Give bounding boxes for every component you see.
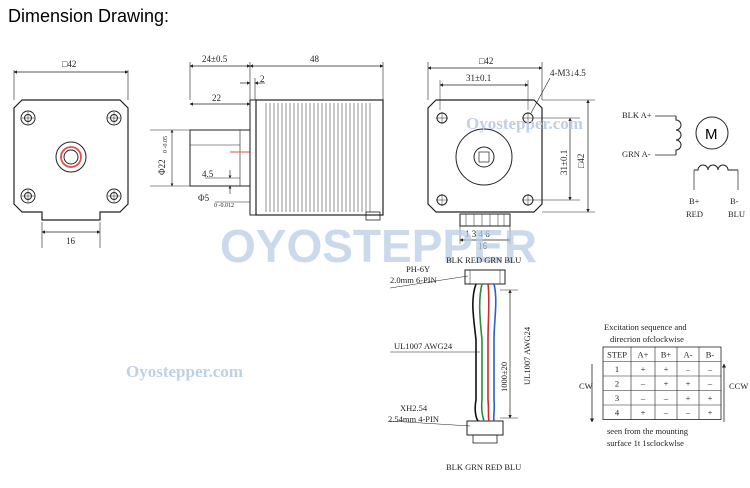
grn-a-minus-label: GRN A-	[622, 149, 651, 159]
table-cell: 3	[615, 393, 619, 403]
motor-schematic	[655, 115, 739, 190]
table-cell: 1	[615, 364, 619, 374]
table-header-cell: B+	[661, 350, 672, 360]
shaft5-label: Φ5	[198, 193, 210, 203]
corner-holes	[20, 110, 122, 204]
wire-2	[478, 283, 485, 422]
table-header-cell: STEP	[607, 350, 627, 360]
blu-label: BLU	[728, 209, 745, 219]
table-cell: –	[707, 364, 713, 374]
rear-view	[427, 62, 595, 244]
wire-label: UL1007 AWG24	[394, 341, 453, 351]
table-cell: –	[685, 408, 691, 418]
shaft5-tol: 0 -0.012	[214, 203, 234, 209]
table-cell: +	[708, 408, 713, 418]
table-header-cell: A+	[638, 350, 649, 360]
flat-length-label: 22	[212, 93, 221, 103]
body-length-label: 48	[310, 54, 320, 64]
cable-bottom-colors: BLK GRN RED BLU	[446, 462, 521, 472]
watermark-big: OYOSTEPPER	[220, 220, 537, 272]
excitation-title-2: direcrion ofclockwise	[610, 334, 684, 344]
cable-top-colors: BLK RED GRN BLU	[446, 255, 521, 265]
pins-label: 1 3 4 6	[465, 229, 490, 239]
note-line-2: surface 1t 1sclockwlse	[607, 438, 684, 448]
watermark-top: Oyostepper.com	[466, 114, 583, 133]
table-cell: +	[686, 393, 691, 403]
table-cell: –	[640, 393, 646, 403]
wire-4	[492, 283, 497, 422]
wire-3	[487, 283, 490, 422]
connector1-desc: 2.0mm 6-PIN	[390, 275, 437, 285]
wire-label-vertical: UL1007 AWG24	[522, 326, 532, 385]
table-cell: –	[663, 408, 669, 418]
cable	[389, 269, 518, 444]
cooling-fins	[265, 103, 371, 212]
ccw-label: CCW	[729, 381, 748, 391]
front-view	[13, 70, 129, 248]
table-header-cell: B-	[706, 350, 715, 360]
shaft-boss	[55, 141, 87, 173]
front-tab-label: 16	[66, 236, 76, 246]
rear-width-label: □42	[479, 56, 493, 66]
red-label: RED	[686, 209, 703, 219]
table-header-cell: A-	[684, 350, 693, 360]
table-frame	[602, 346, 722, 420]
flange-label: 2	[260, 74, 265, 84]
cw-label: CW	[579, 381, 593, 391]
rear-tab-label: 16	[478, 241, 488, 251]
shaft-dia-tol: 0 -0.05	[163, 136, 169, 153]
note-line-1: seen from the mounting	[607, 426, 689, 436]
table-cell: +	[664, 379, 669, 389]
excitation-table: STEP A+ B+ A- B- 1 + + – – 2 – + + – 3 – – + +4 + – – +	[602, 346, 722, 420]
hole-spacing-label: 31±0.1	[466, 73, 491, 83]
vert-spacing-label: 31±0.1	[559, 150, 569, 175]
shaft-dia-label: Φ22	[157, 159, 167, 175]
excitation-title-1: Excitation sequence and	[604, 322, 687, 332]
motor-label: M	[705, 126, 718, 143]
page-title: Dimension Drawing:	[8, 6, 170, 26]
connector2-name: XH2.54	[400, 403, 428, 413]
blk-a-plus-label: BLK A+	[622, 110, 652, 120]
wire-1	[472, 283, 479, 422]
b-minus-label: B-	[730, 196, 739, 206]
shaft-length-label: 24±0.5	[202, 54, 228, 64]
flat-depth-label: 4.5	[202, 169, 214, 179]
table-cell: –	[663, 393, 669, 403]
table-cell: +	[641, 364, 646, 374]
table-cell: 4	[615, 408, 620, 418]
table-cell: +	[664, 364, 669, 374]
table-cell: –	[640, 379, 646, 389]
front-width-label: □42	[62, 59, 76, 69]
cable-wires	[472, 283, 497, 422]
table-cell: +	[686, 379, 691, 389]
direction-arrows	[590, 363, 726, 423]
b-plus-label: B+	[689, 196, 700, 206]
rear-height-label: □42	[576, 154, 586, 168]
table-cell: +	[641, 408, 646, 418]
watermark-mid: Oyostepper.com	[126, 362, 243, 381]
holes-label: 4-M3↓4.5	[550, 68, 586, 78]
side-view	[150, 62, 384, 221]
table-cell: +	[708, 393, 713, 403]
table-cell: 2	[615, 379, 619, 389]
table-cell: –	[707, 379, 713, 389]
connector1-name: PH-6Y	[406, 264, 430, 274]
cable-length-label: 1000±20	[499, 362, 509, 392]
table-cell: –	[685, 364, 691, 374]
connector2-desc: 2.54mm 4-PIN	[388, 414, 439, 424]
